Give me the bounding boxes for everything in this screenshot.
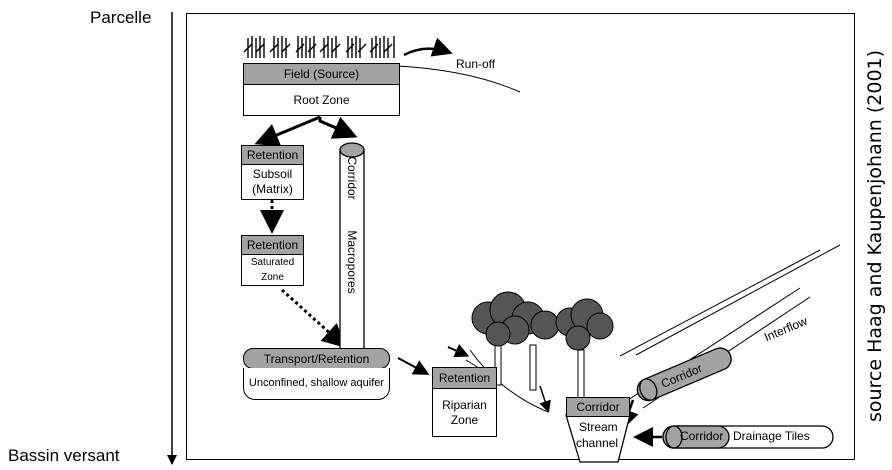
axis-top-label: Parcelle bbox=[90, 8, 152, 27]
retention-subsoil-header: Retention bbox=[242, 146, 303, 165]
axis-bottom-label: Bassin versant bbox=[8, 446, 120, 465]
aquifer-label: Unconfined, shallow aquifer bbox=[243, 368, 390, 400]
drainage-corridor-label: Corridor bbox=[680, 429, 724, 443]
transport-retention-box: Transport/Retention Unconfined, shallow … bbox=[243, 348, 390, 400]
tree-icon bbox=[471, 291, 614, 399]
corridor-macropores-head-label: Corridor bbox=[345, 156, 359, 200]
retention-subsoil-box: Retention Subsoil (Matrix) bbox=[241, 145, 304, 200]
retention-saturated-box: Retention Saturated Zone bbox=[241, 235, 304, 286]
matrix-label: (Matrix) bbox=[252, 182, 293, 196]
channel-label: channel bbox=[576, 436, 619, 450]
saturated-zone-label: Saturated Zone bbox=[250, 257, 295, 283]
macropores-label: Macropores bbox=[345, 230, 359, 294]
root-zone-label: Root Zone bbox=[293, 92, 350, 107]
field-source-box: Field (Source) Root Zone bbox=[243, 63, 400, 116]
riparian-retention-header: Retention bbox=[433, 368, 496, 389]
grass-icon bbox=[243, 36, 395, 58]
stream-corridor-header: Corridor bbox=[567, 398, 629, 416]
subsoil-label: Subsoil bbox=[252, 167, 293, 181]
transport-retention-header: Transport/Retention bbox=[243, 348, 390, 369]
riparian-retention-box: Retention Riparian Zone bbox=[432, 367, 497, 437]
stream-corridor-box: Corridor bbox=[566, 397, 630, 417]
field-source-header: Field (Source) bbox=[244, 64, 399, 85]
riparian-label: Riparian bbox=[442, 397, 487, 412]
runoff-label: Run-off bbox=[456, 57, 496, 71]
zone-label: Zone bbox=[450, 412, 479, 427]
drainage-tiles-label: Drainage Tiles bbox=[733, 429, 810, 443]
diagram-frame bbox=[186, 13, 855, 460]
retention-saturated-header: Retention bbox=[242, 236, 303, 255]
source-citation: source Haag and Kaupenjohann (2001) bbox=[864, 49, 886, 423]
stream-label: Stream bbox=[579, 420, 618, 434]
